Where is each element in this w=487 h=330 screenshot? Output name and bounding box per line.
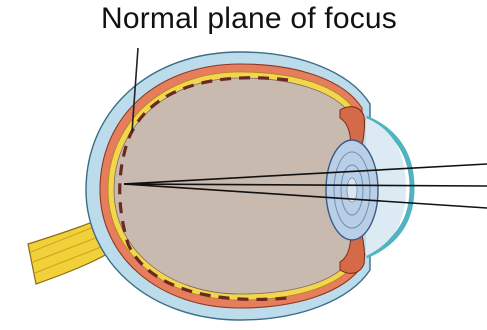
lens — [326, 140, 378, 240]
